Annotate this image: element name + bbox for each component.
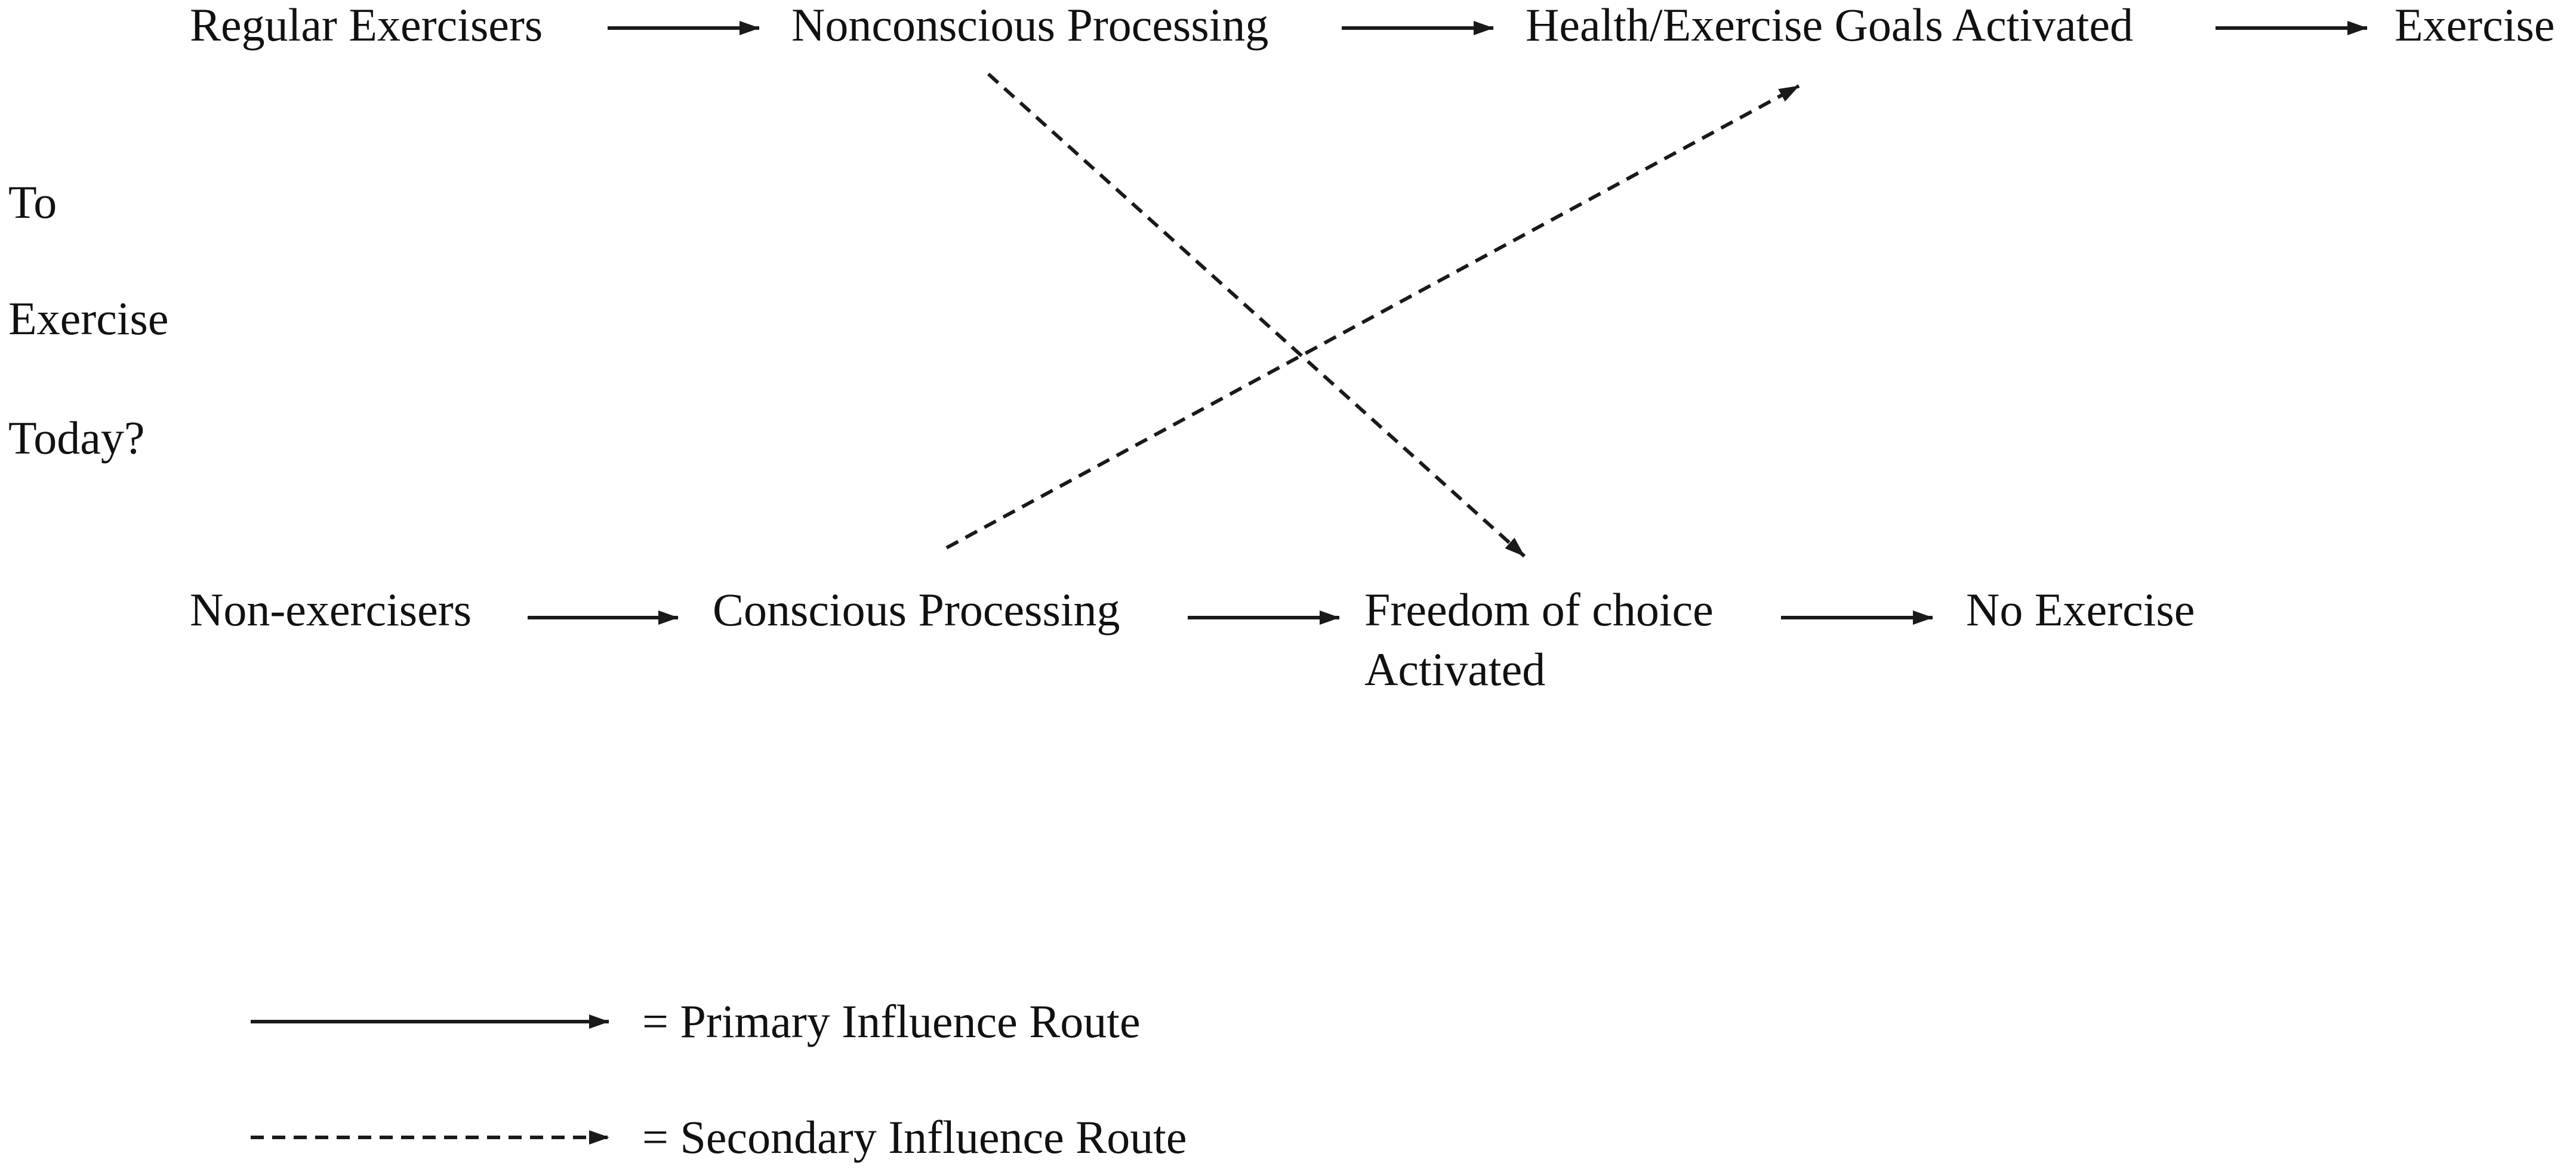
- exercise-outcome-node: Exercise: [2395, 0, 2555, 51]
- secondary-arrow-nonconscious-to-freedom: [987, 72, 1526, 558]
- legend-secondary-label: = Secondary Influence Route: [642, 1111, 1187, 1163]
- regular-exercisers-node: Regular Exercisers: [190, 0, 543, 51]
- freedom-of-choice-node-line-2: Activated: [1364, 643, 1545, 695]
- health-goals-activated-node: Health/Exercise Goals Activated: [1526, 0, 2133, 51]
- secondary-arrow-conscious-to-goals: [945, 84, 1800, 550]
- nonconscious-processing-node: Nonconscious Processing: [791, 0, 1268, 51]
- non-exercisers-node: Non-exercisers: [190, 584, 472, 636]
- question-line-1: To: [8, 176, 57, 228]
- question-line-2: Exercise: [8, 292, 169, 344]
- question-line-3: Today?: [8, 412, 144, 464]
- legend-primary-label: = Primary Influence Route: [642, 995, 1141, 1047]
- no-exercise-outcome-node: No Exercise: [1966, 584, 2195, 636]
- freedom-of-choice-node-line-1: Freedom of choice: [1364, 584, 1714, 636]
- conscious-processing-node: Conscious Processing: [713, 584, 1120, 636]
